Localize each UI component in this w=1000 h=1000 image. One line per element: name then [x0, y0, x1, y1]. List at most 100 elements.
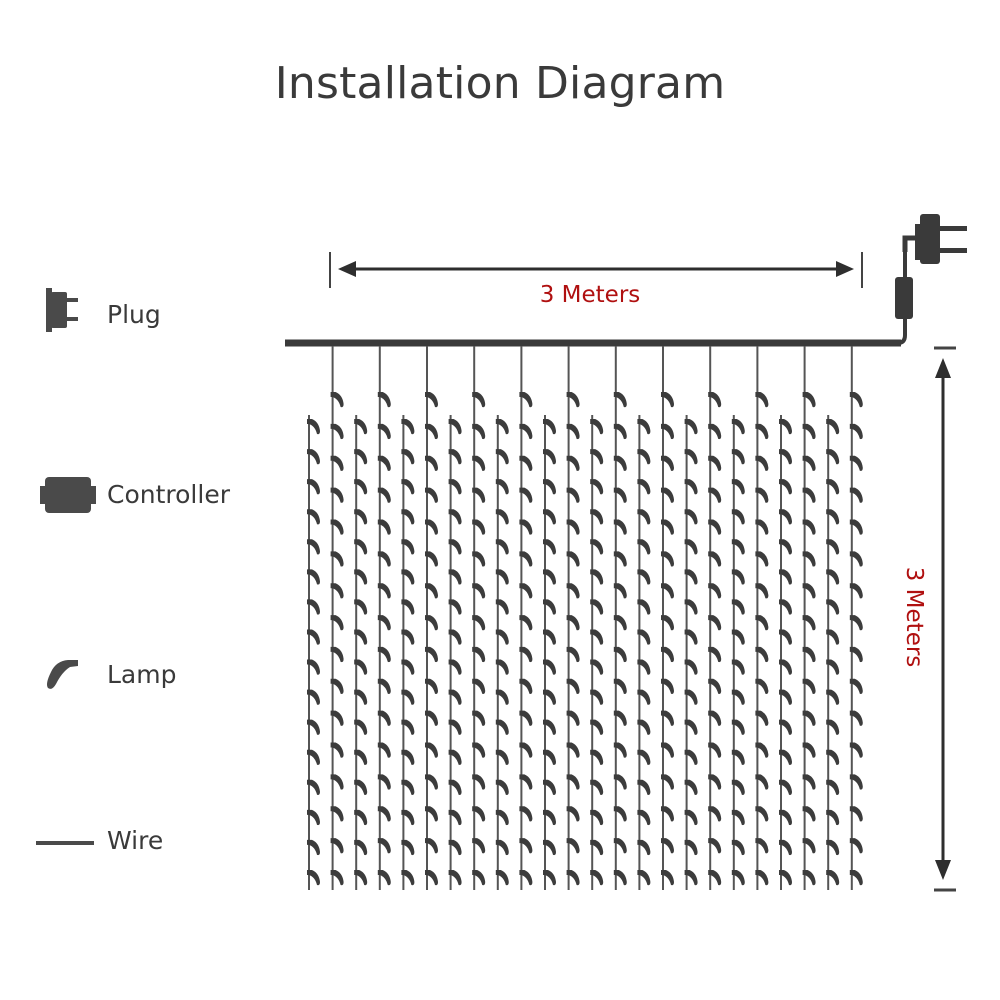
- lamp-icon: [330, 806, 344, 822]
- lamp-icon: [307, 599, 320, 615]
- lamp-icon: [448, 689, 462, 705]
- lamp-icon: [543, 449, 556, 465]
- lamp-icon: [519, 551, 533, 567]
- lamp-icon: [401, 779, 415, 795]
- lamp-icon: [543, 749, 556, 765]
- legend-label-controller: Controller: [107, 480, 230, 509]
- lamp-icon: [425, 519, 438, 535]
- lamp-icon: [802, 487, 816, 503]
- lamp-icon: [613, 392, 627, 408]
- lamp-icon: [684, 539, 698, 555]
- lamp-icon: [826, 719, 840, 735]
- lamp-icon: [802, 646, 816, 663]
- lamp-icon: [731, 599, 745, 615]
- lamp-icon: [307, 839, 320, 856]
- lamp-icon: [731, 779, 745, 795]
- lamp-icon: [543, 779, 556, 795]
- lamp-icon: [779, 479, 792, 495]
- lamp-icon: [826, 479, 840, 495]
- lamp-icon: [330, 838, 344, 854]
- power-cable: [285, 214, 967, 347]
- lamp-icon: [307, 719, 320, 735]
- lamp-icon: [731, 419, 745, 435]
- lamp-icon: [307, 689, 320, 705]
- lamp-icon: [779, 839, 792, 856]
- lamp-icon: [849, 678, 863, 694]
- lamp-icon: [613, 678, 627, 694]
- lamp-icon: [590, 839, 604, 856]
- lamp-icon: [708, 838, 722, 854]
- lamp-icon: [755, 646, 769, 663]
- lamp-icon: [731, 719, 745, 735]
- lamp-icon: [377, 423, 391, 440]
- lamp-icon: [566, 487, 580, 503]
- lamp-icon: [307, 539, 320, 555]
- lamp-icon: [495, 599, 509, 615]
- lamp-icon: [779, 449, 792, 465]
- lamp-icon: [802, 774, 816, 790]
- height-dim-arrow-top: [935, 358, 951, 378]
- lamp-icon: [330, 487, 344, 503]
- lamp-icon: [472, 710, 486, 726]
- lamp-icon: [590, 659, 604, 675]
- controller-icon: [40, 477, 96, 513]
- lamp-icon: [330, 551, 344, 567]
- lamp-icon: [613, 742, 627, 758]
- lamp-icon: [543, 629, 556, 645]
- lamp-icon: [755, 838, 769, 854]
- lamp-icon: [519, 583, 533, 599]
- lamp-icon: [307, 870, 320, 886]
- lamp-icon: [566, 870, 580, 886]
- lamp-icon: [613, 646, 627, 663]
- lamp-icon: [401, 870, 415, 886]
- lamp-icon: [708, 455, 722, 471]
- width-dimension: 3 Meters: [329, 252, 863, 308]
- lamp-icon: [661, 455, 674, 471]
- lamp-icon: [731, 689, 745, 705]
- lamp-icon: [307, 749, 320, 765]
- lamp-icon: [637, 809, 651, 826]
- lamp-icon: [566, 551, 580, 567]
- lamp-icon: [731, 449, 745, 465]
- lamp-icon: [755, 774, 769, 790]
- lamp-icon: [472, 806, 486, 822]
- lamp-icon: [448, 599, 462, 615]
- lamp-icon: [637, 659, 651, 675]
- lamp-icon: [448, 509, 462, 525]
- lamp-icon: [495, 779, 509, 795]
- lamp-icon: [401, 839, 415, 856]
- lamp-icon: [708, 392, 722, 408]
- width-dim-arrow-left: [338, 261, 356, 277]
- lamp-icon: [354, 719, 368, 735]
- lamp-icon: [708, 678, 722, 694]
- cable: [897, 252, 907, 345]
- lamp-icon: [472, 615, 486, 631]
- wire-icon: [36, 841, 94, 845]
- lamp-icon: [684, 599, 698, 615]
- lamp-icon: [354, 599, 368, 615]
- lamp-icon: [637, 839, 651, 856]
- lamp-icon: [495, 509, 509, 525]
- lamp-icon: [590, 479, 604, 495]
- lamp-icon: [590, 870, 604, 886]
- lamp-icon: [708, 583, 722, 599]
- lamp-icon: [637, 509, 651, 525]
- lamp-icon: [543, 419, 556, 435]
- lamp-icon: [519, 392, 533, 408]
- lamp-icon: [590, 779, 604, 795]
- lamp-icon: [401, 419, 415, 435]
- lamp-icon: [377, 392, 391, 408]
- lamp-icon: [354, 539, 368, 555]
- lamp-icon: [731, 809, 745, 826]
- lamp-icon: [779, 419, 792, 435]
- lamp-icon: [637, 599, 651, 615]
- lamp-icon: [708, 870, 722, 886]
- lamp-icon: [802, 392, 816, 408]
- lamp-icon: [684, 870, 698, 886]
- lamp-icon: [826, 629, 840, 645]
- lamp-icon: [755, 487, 769, 503]
- lamp-icon: [849, 583, 863, 599]
- lamp-icon: [755, 870, 769, 886]
- lamp-icon: [779, 539, 792, 555]
